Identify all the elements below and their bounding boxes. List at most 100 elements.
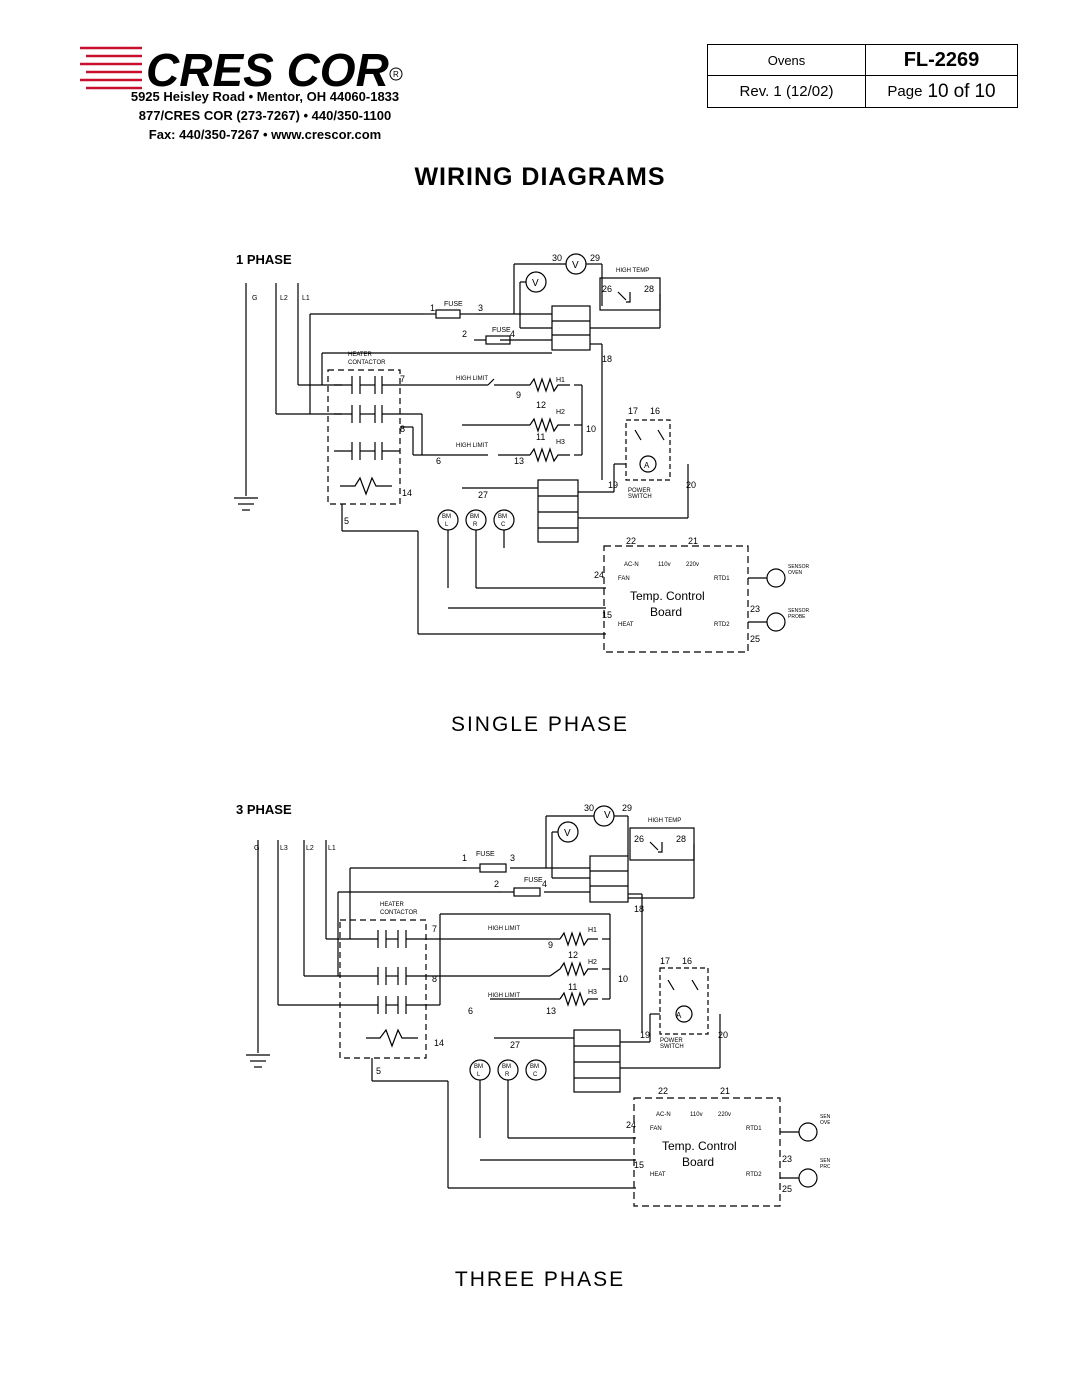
diagram-label-wire_numbers-13: 14 <box>402 488 412 498</box>
diagram-label-wire_numbers-20: 21 <box>688 536 698 546</box>
diagram-label-labels-sub_l: L <box>477 1072 481 1078</box>
contactor-contacts-icon <box>334 376 400 496</box>
diagram-label-labels-bm_r: BM <box>502 1064 511 1070</box>
diagram-label-labels-power_switch_2: SWITCH <box>660 1044 684 1050</box>
diagram-label-wire_numbers-11: 12 <box>568 950 578 960</box>
diagram-label-labels-voltmeter: V <box>604 810 611 821</box>
diagram-label-labels-bm_c: BM <box>530 1064 539 1070</box>
diagram-label-labels-board_1: Temp. Control <box>662 1139 737 1153</box>
page-current: 10 <box>927 80 949 102</box>
diagram-label-labels-heat: HEAT <box>650 1172 666 1178</box>
diagram-label-wire_numbers-16: 17 <box>660 956 670 966</box>
diagram-label-wire_numbers-1: 2 <box>494 879 499 889</box>
heater-h2-icon <box>529 417 570 433</box>
page-number: Page 10 of 10 <box>866 76 1017 107</box>
diagram-label-labels-ac_n: AC-N <box>624 562 639 568</box>
diagram-label-wire_numbers-29: 30 <box>584 803 594 813</box>
diagram-label-labels-high_limit: HIGH LIMIT <box>456 376 488 382</box>
company-logo: CRES COR R <box>80 44 403 96</box>
diagram-label-labels-heater_contactor_2: CONTACTOR <box>380 910 418 916</box>
diagram-label-wire_numbers-18: 19 <box>640 1030 650 1040</box>
sensor-oven-icon <box>766 568 786 588</box>
single-phase-caption: SINGLE PHASE <box>450 713 630 736</box>
diagram-label-labels-voltmeter: V <box>532 278 539 289</box>
diagram-label-labels-fan: FAN <box>618 576 630 582</box>
document-info-box: Ovens FL-2269 Rev. 1 (12/02) Page 10 of … <box>707 44 1018 108</box>
diagram-label-wire_numbers-9: 10 <box>586 424 596 434</box>
diagram-label-wire_numbers-28: 29 <box>622 803 632 813</box>
diagram-label-labels-sensor_probe_1: SENSOR <box>820 1158 830 1164</box>
fax-line: Fax: 440/350-7267 • www.crescor.com <box>148 127 382 142</box>
diagram-label-labels-v110: 110v <box>658 562 671 568</box>
diagram-label-wire_numbers-26: 27 <box>478 490 488 500</box>
diagram-label-labels-heater_contactor_1: HEATER <box>380 902 405 908</box>
diagram-label-labels-high_temp: HIGH TEMP <box>648 818 681 824</box>
diagram-label-line_labels-0: G <box>252 295 257 302</box>
doc-revision: Rev. 1 (12/02) <box>708 76 866 107</box>
heater-h1-icon <box>529 377 570 393</box>
diagram-label-wire_numbers-2: 3 <box>478 303 483 313</box>
diagram-label-labels-sensor_oven_2: OVEN <box>820 1120 830 1126</box>
diagram-label-labels-sensor_oven_1: SENSOR <box>788 564 810 570</box>
diagram-label-labels-voltmeter: V <box>572 260 579 271</box>
diagram-label-labels-high_temp: HIGH TEMP <box>616 268 649 274</box>
three-phase-caption: THREE PHASE <box>454 1268 626 1291</box>
diagram-label-labels-sensor_probe_2: PROBE <box>820 1164 830 1170</box>
diagram-label-line_labels-1: L2 <box>280 295 288 302</box>
diagram-label-line_labels-3: L1 <box>328 845 336 852</box>
diagram-label-labels-bm_r: BM <box>470 514 479 520</box>
diagram-label-labels-ammeter: A <box>676 1011 682 1020</box>
diagram-label-wire_numbers-14: 15 <box>634 1160 644 1170</box>
diagram-label-labels-power_switch_2: SWITCH <box>628 494 652 500</box>
diagram-label-labels-h3: H3 <box>588 989 597 996</box>
diagram-label-labels-rtd1: RTD1 <box>714 576 730 582</box>
diagram-label-labels-bm_l: BM <box>442 514 451 520</box>
diagram-label-labels-board_2: Board <box>682 1155 714 1169</box>
diagram-label-wire_numbers-24: 25 <box>750 634 760 644</box>
diagram-label-labels-ac_n: AC-N <box>656 1112 671 1118</box>
diagram-label-wire_numbers-4: 5 <box>344 516 349 526</box>
diagram-label-wire_numbers-0: 1 <box>430 303 435 313</box>
page-title: WIRING DIAGRAMS <box>414 163 666 191</box>
diagram-label-labels-high_limit: HIGH LIMIT <box>488 993 520 999</box>
diagram-label-wire_numbers-3: 4 <box>542 879 547 889</box>
diagram-label-labels-rtd2: RTD2 <box>746 1172 762 1178</box>
diagram-label-wire_numbers-21: 22 <box>626 536 636 546</box>
diagram-label-labels-sensor_probe_2: PROBE <box>788 614 806 620</box>
diagram-label-labels-fuse: FUSE <box>492 327 511 334</box>
diagram-label-wire_numbers-27: 28 <box>676 834 686 844</box>
diagram-label-labels-sub_r: R <box>505 1072 510 1078</box>
diagram-label-labels-h1: H1 <box>588 927 597 934</box>
diagram-label-labels-v220: 220v <box>718 1112 731 1118</box>
diagram-label-wire_numbers-4: 5 <box>376 1066 381 1076</box>
diagram-label-labels-heat: HEAT <box>618 622 634 628</box>
page-label: Page <box>887 83 923 100</box>
diagram-label-wire_numbers-15: 16 <box>650 406 660 416</box>
diagram-label-line_labels-2: L1 <box>302 295 310 302</box>
diagram-label-labels-h1: H1 <box>556 377 565 384</box>
diagram-label-labels-fuse: FUSE <box>476 851 495 858</box>
diagram-label-line_labels-1: L3 <box>280 845 288 852</box>
diagram-label-labels-heater_contactor_1: HEATER <box>348 352 373 358</box>
diagram-label-wire_numbers-10: 11 <box>536 432 545 442</box>
svg-text:R: R <box>393 70 399 79</box>
diagram-label-wire_numbers-0: 1 <box>462 853 467 863</box>
fuse-1-icon <box>435 309 461 319</box>
sensor-probe-icon <box>766 612 786 632</box>
diagram-label-labels-fuse: FUSE <box>444 301 463 308</box>
diagram-label-wire_numbers-29: 30 <box>552 253 562 263</box>
diagram-label-wire_numbers-23: 24 <box>626 1120 636 1130</box>
diagram-label-wire_numbers-22: 23 <box>750 604 760 614</box>
diagram-label-labels-voltmeter: V <box>564 828 571 839</box>
diagram-label-labels-sensor_probe_1: SENSOR <box>788 608 810 614</box>
logo-speed-lines-icon <box>80 46 142 90</box>
diagram-label-wire_numbers-23: 24 <box>594 570 604 580</box>
diagram-label-wire_numbers-21: 22 <box>658 1086 668 1096</box>
diagram-label-wire_numbers-19: 20 <box>718 1030 728 1040</box>
diagram-label-labels-h3: H3 <box>556 439 565 446</box>
diagram-label-wire_numbers-20: 21 <box>720 1086 730 1096</box>
diagram-label-labels-sub_l: L <box>445 522 449 528</box>
diagram-label-labels-board_2: Board <box>650 605 682 619</box>
diagram-label-labels-board_1: Temp. Control <box>630 589 705 603</box>
